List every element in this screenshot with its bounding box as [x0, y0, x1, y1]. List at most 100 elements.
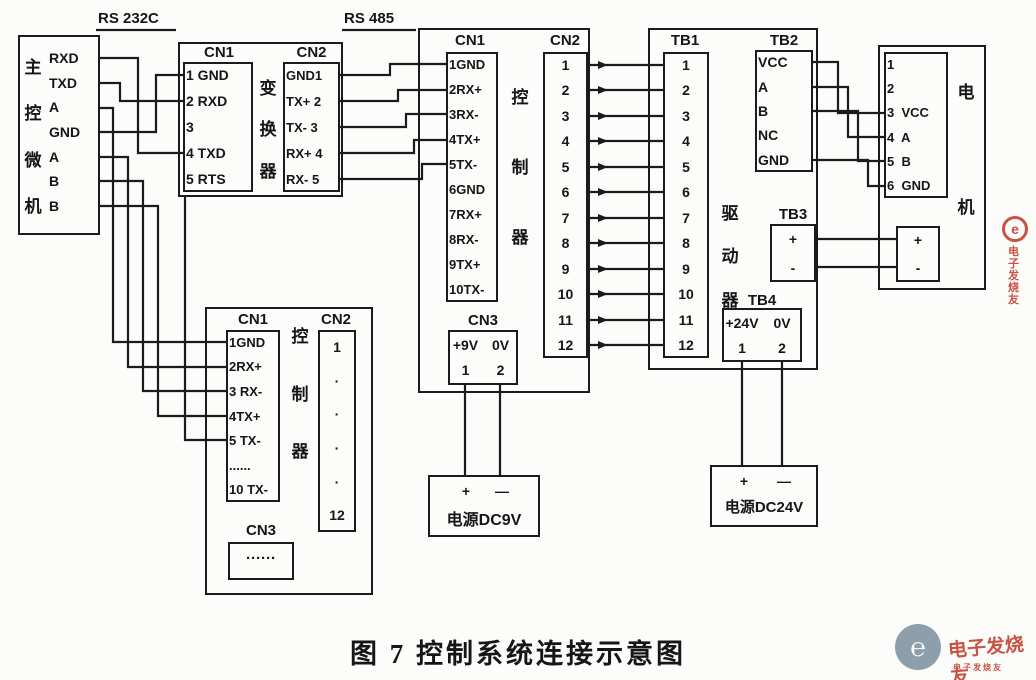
controller1-cn1-pin: 4TX+	[449, 132, 481, 147]
controller1-cn2-pin: 7	[561, 209, 570, 226]
motor-pin: 6 GND	[887, 178, 931, 194]
driver-tb1-pin: 5	[682, 158, 690, 175]
converter-cn2-pin: GND1	[286, 67, 323, 83]
watermark-logo-icon: ℮	[895, 624, 941, 670]
computer-name-char: 微	[24, 150, 42, 170]
motor-aux-pin: +	[913, 232, 923, 248]
controller2-name-char: 器	[291, 442, 309, 461]
driver-tb1-pin: 10	[678, 286, 694, 303]
controller2-cn2-header: CN2	[320, 311, 351, 328]
controller2-cn1-header: CN1	[237, 311, 268, 328]
power9v-signs: +—	[448, 479, 520, 503]
controller2-cn1-pin: ......	[229, 457, 251, 473]
controller1-name: 控制器	[506, 60, 534, 270]
controller2-cn1-pin: 10 TX-	[229, 482, 269, 498]
power24v-label: 电源DC24V	[724, 499, 804, 516]
driver-tb4-cell: 0V	[773, 315, 791, 331]
driver-tb1-pin: 11	[678, 311, 694, 328]
controller2-cn1-pin: 4TX+	[229, 408, 261, 424]
controller1-cn1-pin: 8RX-	[449, 232, 479, 247]
driver-name-char: 器	[721, 290, 739, 310]
power9v-sign: +	[461, 483, 471, 499]
controller2-cn1-pin: 5 TX-	[229, 433, 261, 449]
driver-tb4-cell: +24V	[725, 315, 759, 331]
driver-tb2-pin: B	[758, 103, 769, 120]
controller2-cn3-dots: ······	[246, 550, 276, 567]
controller1-cn1-pin: 2RX+	[449, 82, 482, 97]
controller1-cn2-pin: 11	[558, 311, 573, 328]
computer-name-char: 机	[24, 197, 42, 217]
computer-name-char: 主	[24, 57, 42, 77]
rs232c-label: RS 232C	[98, 10, 159, 27]
controller1-box	[418, 28, 590, 393]
converter-name-char: 变	[259, 79, 277, 99]
controller2-cn1-pin: 1GND	[229, 334, 266, 350]
controller1-cn2-pin: 5	[561, 158, 570, 175]
controller2-name: 控制器	[286, 322, 314, 462]
controller1-cn2-pin: 1	[561, 56, 570, 73]
watermark-right: e 电子发烧友	[1002, 216, 1036, 316]
driver-box	[648, 28, 818, 370]
driver-tb1-pin: 3	[682, 107, 690, 124]
driver-tb1-pin: 1	[682, 56, 690, 73]
controller2-cn2-pin: 1	[333, 338, 341, 355]
controller2-cn3-box	[228, 542, 294, 580]
motor-name-char: 电	[957, 83, 975, 102]
controller1-cn1-pin: 10TX-	[449, 282, 485, 297]
computer-pin: TXD	[49, 74, 77, 91]
computer-pin: A	[49, 99, 60, 116]
controller1-cn1-box	[446, 52, 498, 302]
power24v-sign: +	[739, 473, 749, 489]
driver-tb3-pins: +-	[770, 224, 816, 282]
converter-cn1-pin: 3	[186, 119, 194, 135]
driver-name-char: 驱	[721, 204, 739, 224]
computer-pin: A	[49, 148, 60, 165]
controller2-box	[205, 307, 373, 595]
converter-cn2-pin: TX- 3	[286, 119, 318, 135]
converter-cn2-pin: TX+ 2	[286, 93, 322, 109]
driver-tb1-pin: 9	[682, 260, 690, 277]
motor-pin: 5 B	[887, 153, 911, 169]
controller2-cn1-pin: 3 RX-	[229, 383, 263, 399]
watermark-logo-icon: e	[1002, 216, 1028, 242]
power24v-box	[710, 465, 818, 527]
controller1-cn1-pin: 1GND	[449, 57, 486, 72]
controller1-cn3-cell: +9V	[452, 337, 479, 353]
converter-cn1-header: CN1	[203, 44, 234, 61]
driver-tb3-header: TB3	[778, 206, 808, 223]
motor-aux-box	[896, 226, 940, 282]
converter-cn2-header: CN2	[296, 44, 327, 61]
converter-cn2-pin: RX+ 4	[286, 145, 323, 161]
motor-pin: 3 VCC	[887, 105, 929, 121]
power9v-box	[428, 475, 540, 537]
controller1-cn1-header: CN1	[454, 32, 485, 49]
driver-tb3-box	[770, 224, 816, 282]
driver-name: 驱动器	[716, 190, 744, 320]
power9v-sign: —	[495, 483, 509, 499]
controller2-name-char: 制	[291, 384, 309, 404]
converter-cn1-pin: 2 RXD	[186, 93, 228, 109]
power9v-label: 电源DC9V	[446, 512, 522, 529]
controller2-cn3-header: CN3	[245, 522, 276, 539]
controller1-cn3-header: CN3	[467, 312, 498, 329]
watermark-bottom: ℮ 电子发烧友 电子发烧友	[893, 620, 1036, 680]
driver-tb2-pin: A	[758, 78, 769, 95]
controller1-cn3-cell: 2	[496, 362, 505, 378]
driver-tb2-pin: NC	[758, 127, 779, 144]
controller1-cn3-cell: 0V	[491, 337, 510, 353]
controller1-cn2-pin: 3	[561, 107, 570, 124]
driver-tb3-pin: -	[790, 259, 796, 276]
controller1-cn1-pin: 6GND	[449, 182, 486, 197]
converter-cn2-pin: RX- 5	[286, 171, 320, 187]
driver-tb4-row1: +24V 0V	[722, 310, 802, 336]
motor-name-char: 机	[957, 198, 975, 217]
converter-name-char: 器	[259, 161, 277, 181]
power24v-signs: +—	[724, 469, 804, 493]
